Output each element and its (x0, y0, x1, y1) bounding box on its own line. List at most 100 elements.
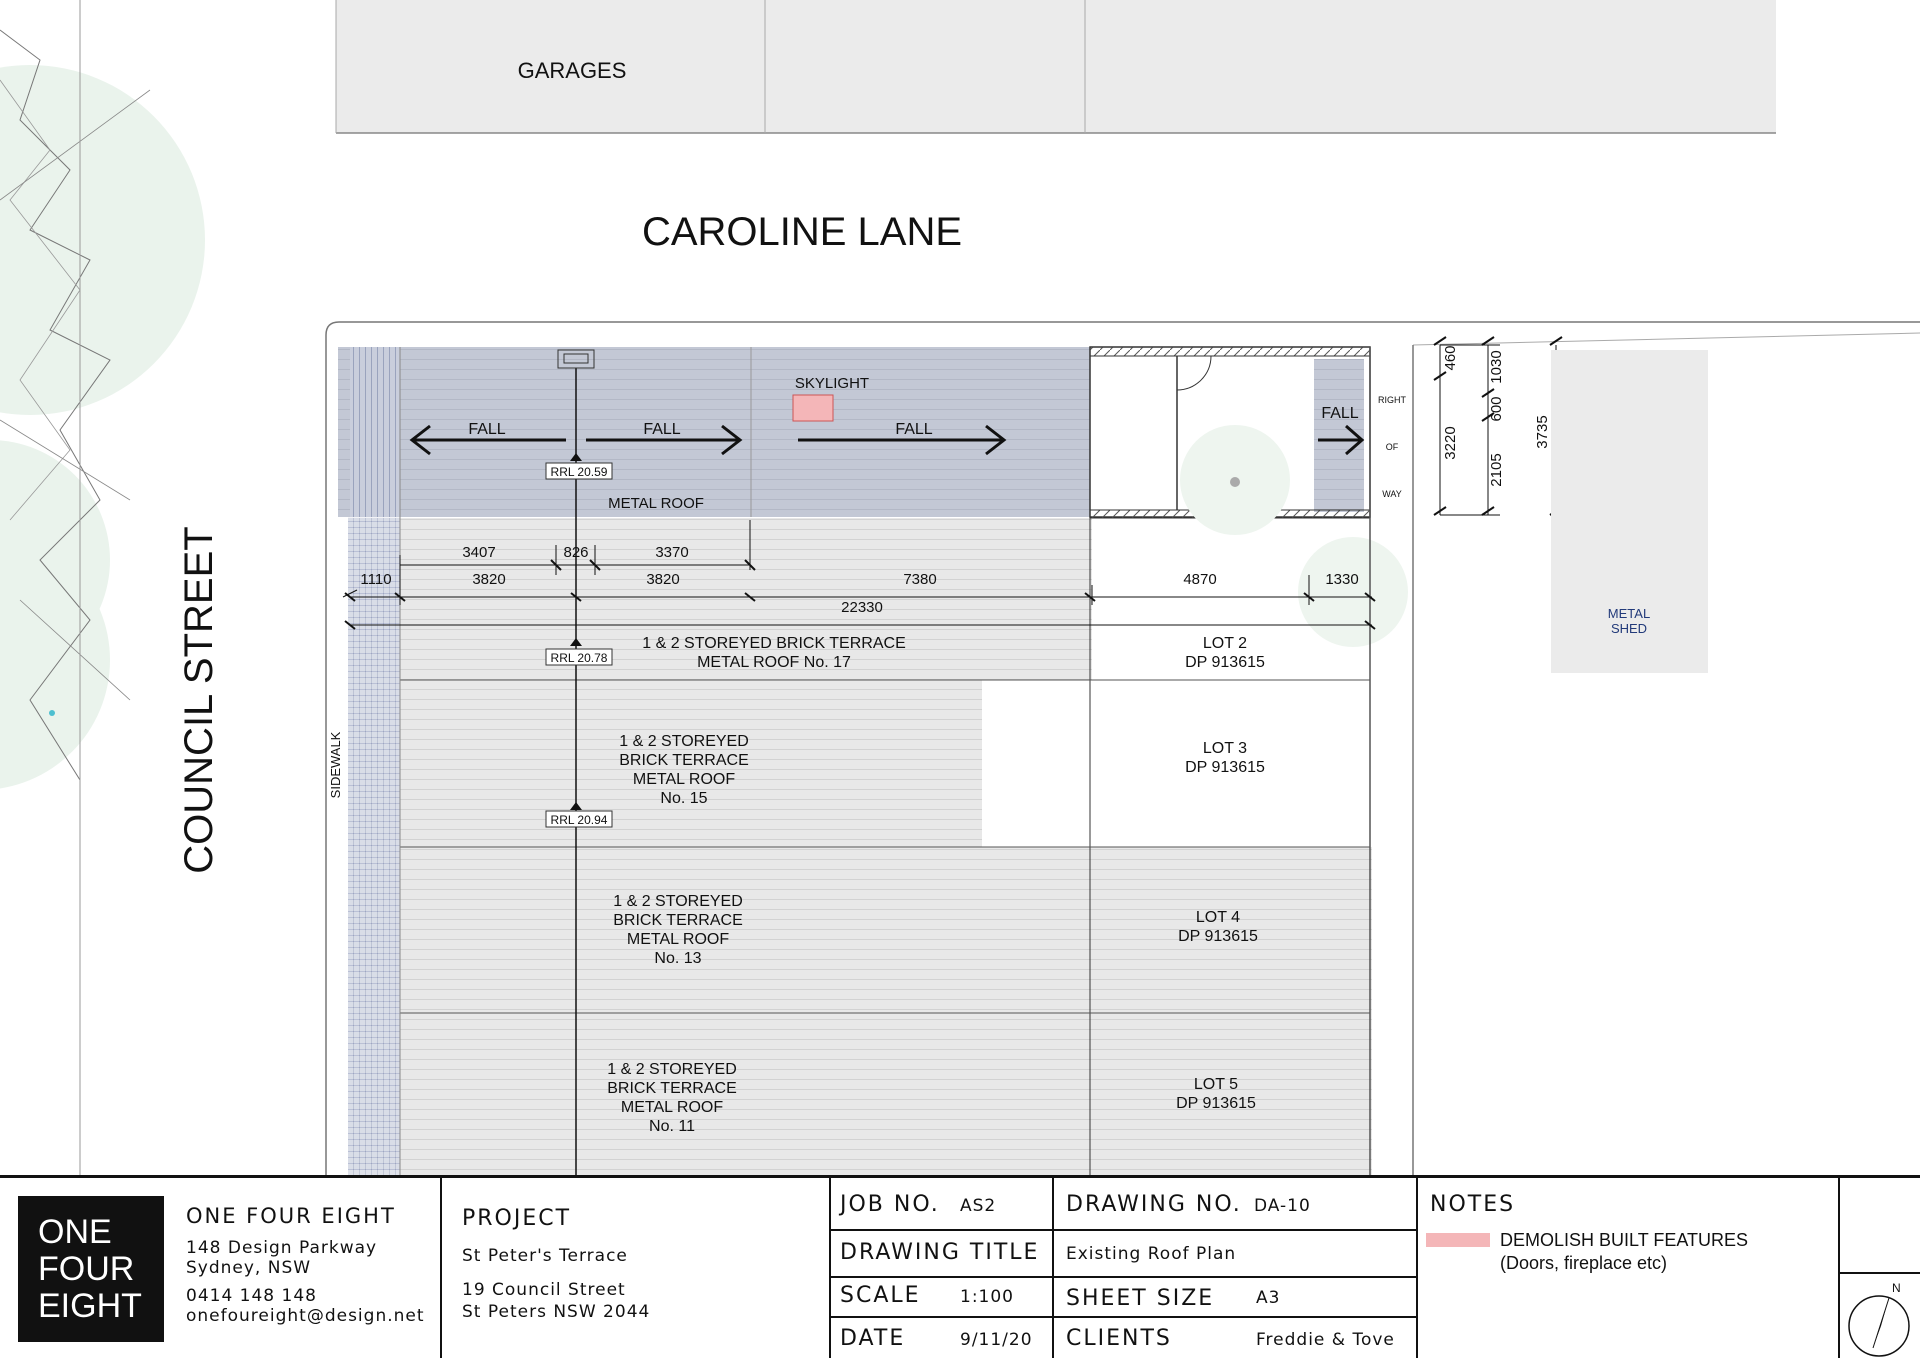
terrace-15-line-2: BRICK TERRACE (619, 752, 749, 769)
fall-label-1: FALL (468, 421, 505, 438)
drawing-title-value: Existing Roof Plan (1066, 1244, 1237, 1264)
terrace-13-line-2: BRICK TERRACE (613, 912, 743, 929)
council-street-label: COUNCIL STREET (177, 526, 221, 873)
dim-3820-b: 3820 (646, 571, 679, 588)
sidewalk-label: SIDEWALK (328, 731, 343, 798)
right-of-way-2: OF (1386, 442, 1399, 452)
scale-label: SCALE (840, 1283, 921, 1308)
fall-label-3: FALL (895, 421, 932, 438)
dim-2105: 2105 (1488, 453, 1505, 486)
terrace-17-line-1: 1 & 2 STOREYED BRICK TERRACE (642, 635, 905, 652)
clients-value: Freddie & Tove (1256, 1330, 1395, 1350)
project-address-2: St Peters NSW 2044 (462, 1302, 651, 1322)
fall-arrows (409, 424, 1365, 456)
rrl-markers (545, 453, 613, 828)
demolish-swatch (1426, 1233, 1490, 1247)
logo-line-3: EIGHT (38, 1287, 142, 1325)
firm-phone: 0414 148 148 (186, 1286, 317, 1306)
terrace-11-line-3: METAL ROOF (621, 1099, 723, 1116)
metal-shed (1551, 350, 1708, 673)
terrace-11-line-1: 1 & 2 STOREYED (607, 1061, 737, 1078)
lot-5-label: LOT 5 (1194, 1076, 1238, 1093)
dim-3407: 3407 (462, 544, 495, 561)
note-line-1: DEMOLISH BUILT FEATURES (1500, 1230, 1749, 1250)
drawing-title-label: DRAWING TITLE (840, 1240, 1040, 1265)
drawing-no-label: DRAWING NO. (1066, 1192, 1242, 1217)
title-block: ONE FOUR EIGHT ONE FOUR EIGHT 148 Design… (0, 1175, 1920, 1358)
terrace-roof-17 (400, 518, 1092, 680)
terrace-11-line-2: BRICK TERRACE (607, 1080, 737, 1097)
dim-600: 600 (1488, 396, 1505, 421)
firm-address-2: Sydney, NSW (186, 1258, 312, 1278)
logo-line-1: ONE (38, 1213, 112, 1251)
sheet-size-value: A3 (1256, 1288, 1281, 1308)
lot-4-dp: DP 913615 (1178, 928, 1258, 945)
clients-label: CLIENTS (1066, 1326, 1172, 1351)
lot-4-label: LOT 4 (1196, 909, 1240, 926)
fall-label-4: FALL (1321, 405, 1358, 422)
metal-shed-label-2: SHED (1611, 621, 1647, 636)
dim-3220: 3220 (1442, 426, 1459, 459)
right-of-way-1: RIGHT (1378, 395, 1407, 405)
dim-4870: 4870 (1183, 571, 1216, 588)
dim-22330: 22330 (841, 599, 883, 616)
terrace-roof-11 (400, 1013, 1372, 1175)
lot-3-label: LOT 3 (1203, 740, 1247, 757)
terrace-17-line-2: METAL ROOF No. 17 (697, 654, 851, 671)
notes-label: NOTES (1430, 1192, 1516, 1217)
lot-3-dp: DP 913615 (1185, 759, 1265, 776)
terrace-15-line-1: 1 & 2 STOREYED (619, 733, 749, 750)
terrace-13-line-1: 1 & 2 STOREYED (613, 893, 743, 910)
firm-logo: ONE FOUR EIGHT (18, 1196, 164, 1342)
date-value: 9/11/20 (960, 1330, 1033, 1350)
dim-826: 826 (563, 544, 588, 561)
terrace-13-line-4: No. 13 (654, 950, 701, 967)
firm-email: onefoureight@design.net (186, 1306, 425, 1326)
terrace-15-line-3: METAL ROOF (633, 771, 735, 788)
skylight-label: SKYLIGHT (795, 375, 869, 392)
rrl-3: RRL 20.94 (551, 813, 608, 827)
dim-3735: 3735 (1534, 415, 1551, 448)
fall-label-2: FALL (643, 421, 680, 438)
rrl-2: RRL 20.78 (551, 651, 608, 665)
skylight (792, 394, 834, 422)
metal-roof-blue (338, 347, 1090, 517)
dim-1110: 1110 (360, 571, 391, 588)
dim-3820-a: 3820 (472, 571, 505, 588)
caroline-lane-label: CAROLINE LANE (642, 210, 962, 254)
metal-roof-label: METAL ROOF (608, 495, 704, 512)
date-label: DATE (840, 1326, 906, 1351)
lot-2-label: LOT 2 (1203, 635, 1247, 652)
project-address-1: 19 Council Street (462, 1280, 626, 1300)
dim-1030: 1030 (1488, 350, 1505, 383)
dim-3370: 3370 (655, 544, 688, 561)
garages-block: GARAGES (335, 0, 1776, 134)
scale-value: 1:100 (960, 1287, 1014, 1307)
north-label: N (1892, 1281, 1901, 1295)
job-no-value: AS2 (960, 1196, 997, 1216)
drawing-no-value: DA-10 (1254, 1196, 1311, 1216)
firm-name: ONE FOUR EIGHT (186, 1204, 396, 1228)
garages-label: GARAGES (518, 58, 627, 83)
metal-shed-label-1: METAL (1608, 606, 1650, 621)
rrl-1: RRL 20.59 (551, 465, 608, 479)
firm-address-1: 148 Design Parkway (186, 1238, 378, 1258)
note-line-2: (Doors, fireplace etc) (1500, 1253, 1668, 1273)
terrace-roof-13 (400, 847, 1372, 1013)
terrace-13-line-3: METAL ROOF (627, 931, 729, 948)
trees (0, 29, 205, 789)
lot-5-dp: DP 913615 (1176, 1095, 1256, 1112)
sheet-size-label: SHEET SIZE (1066, 1286, 1215, 1311)
dim-1330: 1330 (1325, 571, 1358, 588)
north-arrow-icon: N (1848, 1281, 1910, 1357)
project-label: PROJECT (462, 1206, 572, 1231)
terrace-15-line-4: No. 15 (660, 790, 707, 807)
roof-plan-drawing: GARAGES CAROLINE LANE COUNCIL STREET SID… (0, 0, 1920, 1175)
terrace-roof-15 (400, 680, 982, 847)
logo-line-2: FOUR (38, 1250, 135, 1288)
job-no-label: JOB NO. (840, 1192, 940, 1217)
dim-7380: 7380 (903, 571, 936, 588)
right-of-way-3: WAY (1382, 489, 1402, 499)
lot-2-dp: DP 913615 (1185, 654, 1265, 671)
dimension-lines (342, 336, 1563, 630)
